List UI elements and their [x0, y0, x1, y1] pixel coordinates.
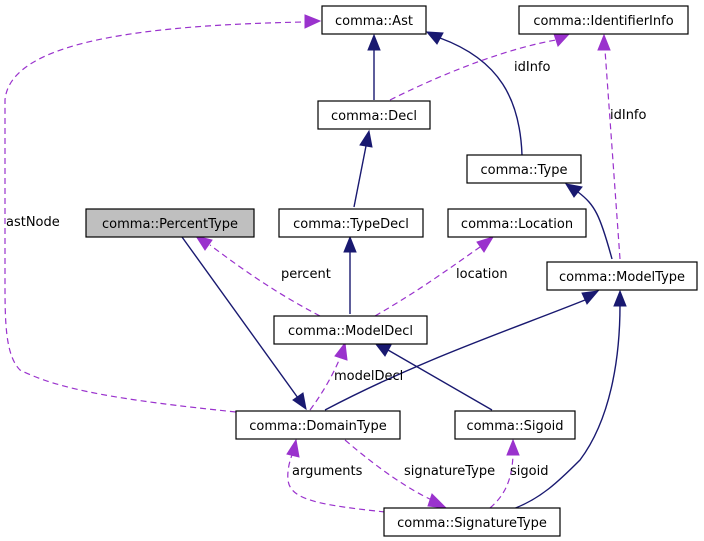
node-type-decl-label: comma::TypeDecl	[293, 217, 409, 232]
arrowhead-ast-from-type	[425, 31, 444, 45]
edge-astnode	[4, 21, 306, 413]
edge-label-astnode: astNode	[6, 215, 60, 230]
arrowhead-modeltype-from-signaturetype	[613, 289, 627, 307]
node-percent-type[interactable]: comma::PercentType	[85, 208, 255, 238]
edge-modeltype-to-type	[577, 191, 613, 260]
node-type-label: comma::Type	[480, 163, 567, 178]
edge-location	[374, 246, 481, 317]
edge-signaturetype-to-modeltype	[509, 304, 621, 511]
node-type-decl[interactable]: comma::TypeDecl	[278, 208, 424, 238]
edge-idinfo-modeltype	[604, 49, 621, 260]
arrowhead-ast-from-domaintype	[304, 14, 322, 29]
node-model-type[interactable]: comma::ModelType	[546, 261, 698, 291]
nodes: comma::Ast comma::IdentifierInfo comma::…	[85, 5, 698, 537]
node-decl[interactable]: comma::Decl	[317, 100, 431, 130]
edge-label-idinfo-decl: idInfo	[514, 60, 551, 75]
node-identifier-info[interactable]: comma::IdentifierInfo	[518, 5, 689, 35]
arrowhead-decl-from-typedecl	[359, 129, 373, 148]
edge-sigoid-to-modeldecl	[387, 349, 493, 411]
node-ast-label: comma::Ast	[335, 14, 413, 29]
edge-sigoid	[489, 454, 514, 509]
edge-labels: idInfo idInfo astNode percent location m…	[6, 60, 647, 479]
edge-label-idinfo-modeltype: idInfo	[610, 108, 647, 123]
arrowhead-type-from-modeltype	[564, 183, 583, 198]
node-percent-type-label: comma::PercentType	[102, 217, 238, 232]
edge-modeldecl	[309, 357, 341, 411]
node-sigoid-label: comma::Sigoid	[466, 419, 563, 434]
edge-label-signaturetype: signatureType	[404, 464, 495, 479]
edges-usage	[4, 14, 621, 513]
edges-inheritance	[181, 31, 627, 511]
edge-label-sigoid: sigoid	[510, 464, 548, 479]
edge-domaintype-to-modeltype	[324, 299, 586, 411]
edge-label-modeldecl: modelDecl	[334, 369, 403, 384]
node-signature-type[interactable]: comma::SignatureType	[383, 507, 561, 537]
arrowhead-sigoid-from-signaturetype	[506, 438, 520, 456]
node-ast[interactable]: comma::Ast	[321, 5, 427, 35]
edge-label-location: location	[456, 267, 508, 282]
node-model-decl[interactable]: comma::ModelDecl	[273, 315, 428, 345]
node-location-label: comma::Location	[461, 217, 573, 232]
node-identifier-info-label: comma::IdentifierInfo	[533, 14, 673, 29]
node-model-decl-label: comma::ModelDecl	[288, 324, 413, 339]
edge-percenttype-to-domaintype	[181, 236, 299, 399]
arrowhead-domaintype-from-percenttype	[292, 392, 307, 411]
arrowhead-typedecl-from-modeldecl	[343, 235, 357, 253]
edge-percent	[209, 244, 321, 317]
arrowhead-modeldecl-from-domaintype	[334, 341, 348, 361]
arrowhead-location-from-modeldecl	[476, 236, 495, 253]
arrowhead-modeltype-from-domaintype	[581, 290, 600, 305]
node-domain-type[interactable]: comma::DomainType	[235, 410, 401, 440]
node-domain-type-label: comma::DomainType	[249, 419, 386, 434]
node-sigoid[interactable]: comma::Sigoid	[454, 410, 576, 440]
node-signature-type-label: comma::SignatureType	[397, 516, 547, 531]
edge-idinfo-decl	[389, 39, 557, 101]
arrowhead-percenttype-from-modeldecl	[194, 235, 213, 251]
arrowhead-signaturetype-from-domaintype	[427, 493, 448, 509]
arrowhead-modeldecl-from-sigoid	[373, 342, 392, 357]
edge-label-arguments: arguments	[292, 464, 363, 479]
node-model-type-label: comma::ModelType	[559, 270, 685, 285]
edge-label-percent: percent	[281, 267, 331, 282]
node-type[interactable]: comma::Type	[466, 154, 582, 184]
arrowhead-ast-from-decl	[367, 33, 381, 51]
edge-type-to-ast	[439, 37, 523, 156]
arrowhead-domaintype-from-signaturetype	[286, 438, 300, 458]
node-decl-label: comma::Decl	[331, 109, 417, 124]
edge-typedecl-to-decl	[353, 145, 367, 208]
arrowhead-identifierinfo-from-decl	[553, 32, 572, 47]
node-location[interactable]: comma::Location	[447, 208, 587, 238]
edge-arguments	[287, 454, 386, 513]
arrowhead-identifierinfo-from-modeltype	[597, 33, 611, 51]
edge-signaturetype	[344, 439, 433, 501]
